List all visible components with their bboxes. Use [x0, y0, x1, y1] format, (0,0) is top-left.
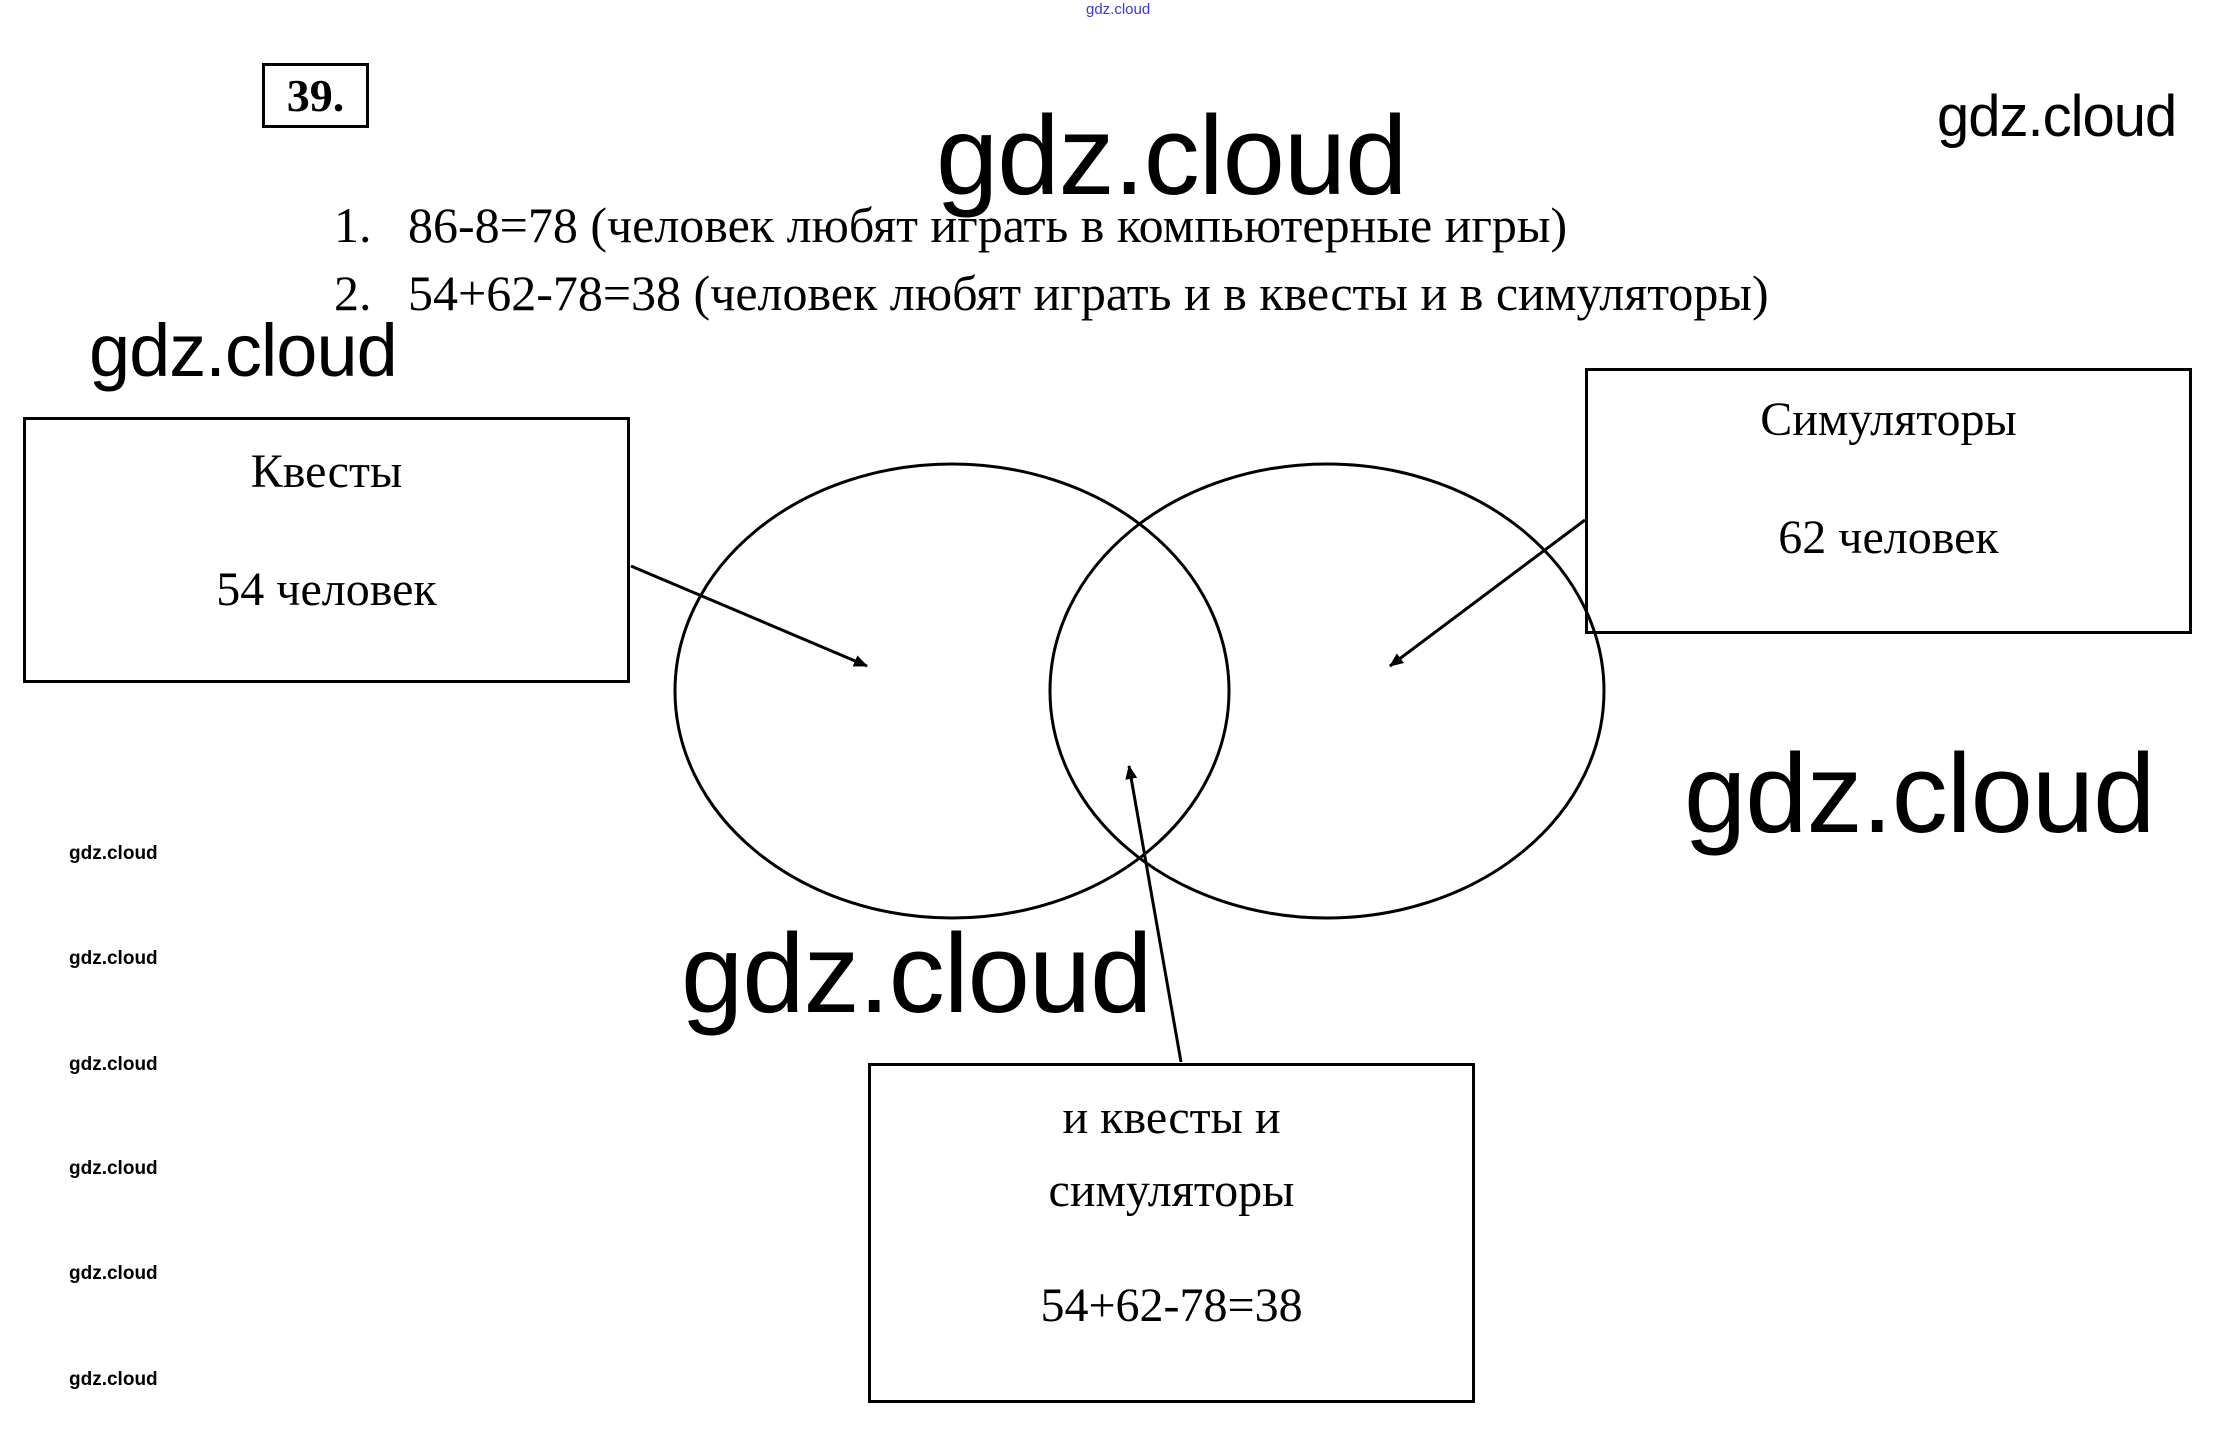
simulators-circle — [1048, 462, 1606, 920]
simulators-box: Симуляторы 62 человек — [1585, 368, 2192, 634]
watermark-small: gdz.cloud — [69, 948, 158, 969]
step-text: 54+62-78=38 (человек любят играть и в кв… — [408, 265, 1769, 321]
watermark-small: gdz.cloud — [69, 1263, 158, 1284]
solution-step-1: 1. 86-8=78 (человек любят играть в компью… — [334, 200, 1567, 250]
watermark-right: gdz.cloud — [1684, 731, 2155, 856]
quests-title: Квесты — [250, 445, 403, 498]
quests-circle — [673, 462, 1231, 920]
watermark-small: gdz.cloud — [69, 843, 158, 864]
watermark-bottom: gdz.cloud — [681, 911, 1152, 1036]
simulators-count: 62 человек — [1778, 511, 1999, 564]
intersection-box: и квесты и симуляторы 54+62-78=38 — [868, 1063, 1475, 1403]
watermark-small: gdz.cloud — [69, 1369, 158, 1390]
simulators-title: Симуляторы — [1760, 393, 2017, 446]
watermark-small: gdz.cloud — [69, 1158, 158, 1179]
watermark-center: gdz.cloud — [936, 93, 1407, 218]
step-text: 86-8=78 (человек любят играть в компьюте… — [408, 197, 1568, 253]
task-number: 39. — [262, 63, 369, 128]
watermark-left: gdz.cloud — [89, 309, 398, 392]
quests-arrow — [630, 564, 868, 668]
quests-count: 54 человек — [216, 563, 437, 616]
simulators-arrow — [1389, 518, 1586, 668]
intersection-line1: и квесты и — [1062, 1091, 1281, 1144]
watermark-small: gdz.cloud — [69, 1054, 158, 1075]
watermark-top-right: gdz.cloud — [1937, 84, 2177, 149]
step-number: 2. — [334, 265, 372, 321]
watermark-top: gdz.cloud — [1086, 1, 1151, 18]
intersection-formula: 54+62-78=38 — [1040, 1279, 1303, 1332]
solution-step-2: 2. 54+62-78=38 (человек любят играть и в … — [334, 268, 1769, 318]
intersection-arrow — [1125, 765, 1183, 1063]
step-number: 1. — [334, 197, 372, 253]
quests-box: Квесты 54 человек — [23, 417, 630, 683]
intersection-line2: симуляторы — [1048, 1164, 1295, 1217]
